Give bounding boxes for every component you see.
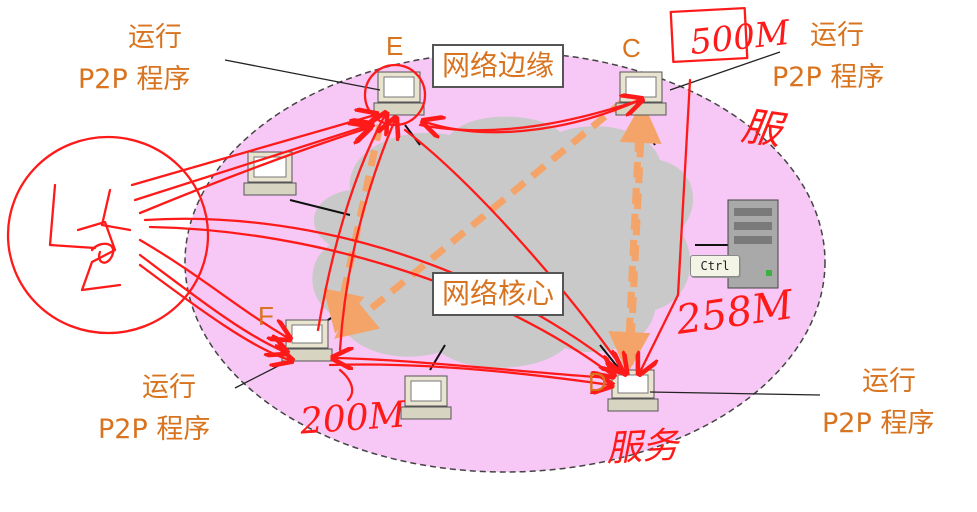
document-icon <box>48 183 132 250</box>
desktop-computer-icon-bottom <box>400 375 452 420</box>
highlight-box-500m <box>669 6 749 64</box>
run-label-d-line1: 运行 <box>862 366 916 397</box>
node-label-d: D <box>588 367 607 397</box>
desktop-computer-icon-e <box>373 71 425 116</box>
handwritten-service-c: 服 <box>738 103 785 155</box>
run-label-c-line1: 运行 <box>810 20 864 51</box>
handwritten-service-d: 服务 <box>605 425 680 470</box>
node-label-c: C <box>622 33 641 63</box>
run-label-d-line2: P2P 程序 <box>822 408 935 439</box>
network-core-cloud <box>312 116 694 368</box>
run-label-f-line2: P2P 程序 <box>98 414 211 445</box>
run-label-c-line2: P2P 程序 <box>772 62 885 93</box>
desktop-computer-icon-left <box>243 151 297 196</box>
run-label-e-line1: 运行 <box>128 22 182 53</box>
desktop-computer-icon-f <box>281 319 333 362</box>
node-label-f: F <box>258 301 274 331</box>
network-edge-label: 网络边缘 <box>432 44 565 88</box>
handwritten-speed-f: 200M <box>298 394 407 443</box>
highlight-circle <box>6 135 210 335</box>
node-label-e: E <box>386 31 404 61</box>
dashed-arrow-e-to-f <box>323 124 384 334</box>
red-annotations <box>6 6 749 402</box>
run-label-e-line2: P2P 程序 <box>78 64 191 95</box>
dashed-arrow-c-to-f <box>334 97 628 339</box>
desktop-computer-icon-d <box>607 369 659 412</box>
run-label-f-line1: 运行 <box>142 372 196 403</box>
ctrl-key-badge: Ctrl <box>690 255 740 277</box>
network-core-label: 网络核心 <box>432 272 565 316</box>
dashed-arrow-d-to-c <box>619 101 662 366</box>
p2p-dashed-arrows <box>323 97 662 374</box>
desktop-computer-icon-c <box>615 71 667 116</box>
